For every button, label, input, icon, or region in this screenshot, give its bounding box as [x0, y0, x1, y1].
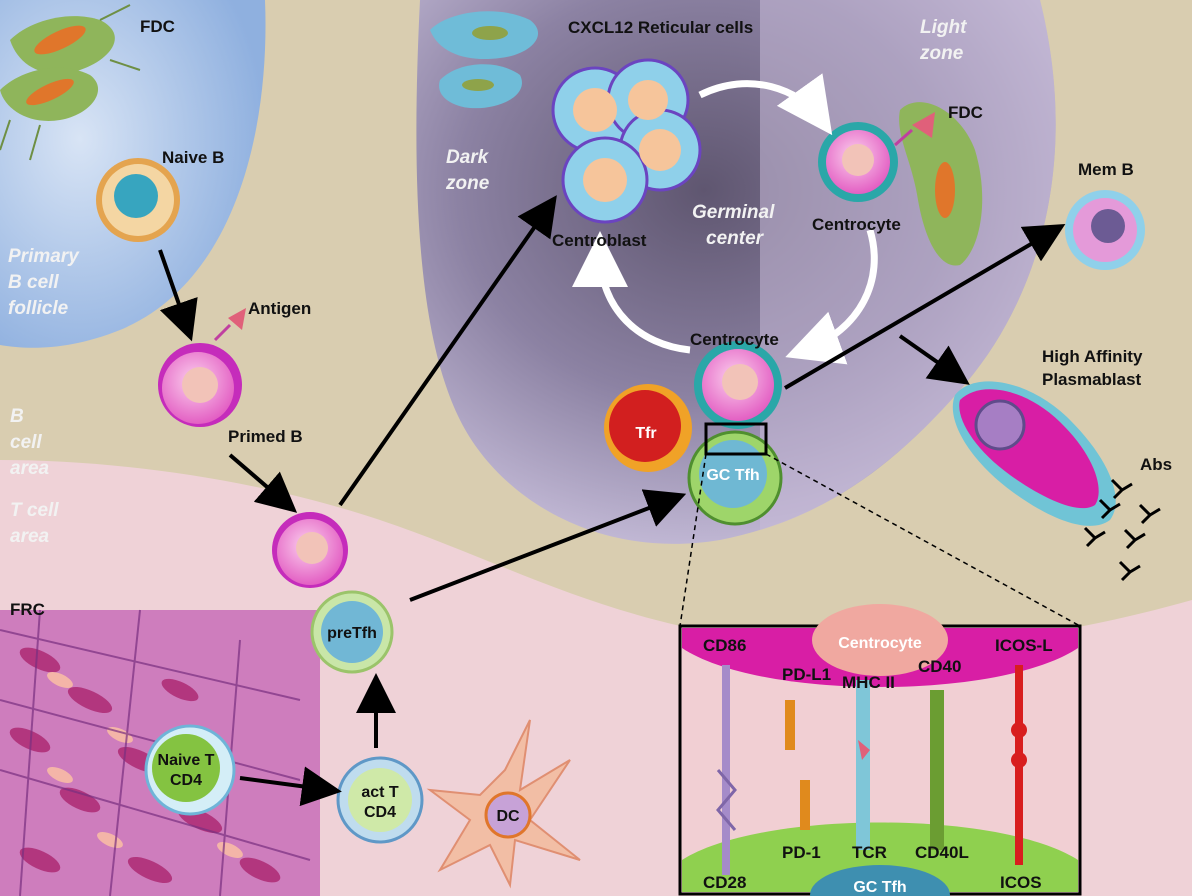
pretfh-cell — [310, 590, 394, 674]
inset-gc-tfh-label: GC Tfh — [853, 879, 906, 896]
naive-t-cell — [144, 724, 236, 816]
pretfh-label: preTfh — [327, 625, 377, 642]
receptor-icos: ICOS — [1000, 873, 1042, 892]
centrocyte-light-zone — [818, 122, 898, 202]
primed-b-cell — [158, 308, 246, 427]
receptor-pd-l1: PD-L1 — [782, 665, 831, 684]
naive-t-label-1: Naive T — [158, 752, 215, 769]
plasmablast-label-2: Plasmablast — [1042, 370, 1142, 389]
act-t-cell — [336, 756, 424, 844]
gc-cycle-arrows — [572, 73, 878, 365]
germinal-center-label-2: center — [706, 228, 765, 249]
cxcl12-reticular-cells — [430, 11, 539, 109]
flow-arrows — [158, 195, 1066, 807]
mem-b-label: Mem B — [1078, 160, 1134, 179]
primary-follicle-label-2: B cell — [8, 272, 59, 293]
b-cell-pretfh — [272, 512, 348, 588]
centroblast-cluster — [551, 58, 702, 224]
synapse-zoom-box — [704, 422, 768, 456]
receptor-cd28: CD28 — [703, 873, 746, 892]
centroblast-label: Centroblast — [552, 231, 647, 250]
frc-label: FRC — [10, 600, 45, 619]
fdc-cell-right — [894, 102, 983, 266]
receptor-cd86: CD86 — [703, 636, 746, 655]
text-labels: FDC Naive B Primary B cell follicle Anti… — [8, 17, 1172, 896]
naive-b-label: Naive B — [162, 148, 224, 167]
fdc-cells-top — [0, 4, 141, 161]
dark-zone-label-2: zone — [445, 173, 490, 194]
naive-t-label-2: CD4 — [170, 772, 202, 789]
primary-follicle-label-1: Primary — [8, 246, 80, 267]
tfr-label: Tfr — [635, 425, 656, 442]
b-cell-area-label-2: cell — [10, 432, 42, 453]
receptor-cd40l: CD40L — [915, 843, 969, 862]
receptor-icos-l: ICOS-L — [995, 636, 1053, 655]
abs-label: Abs — [1140, 455, 1172, 474]
receptor-tcr: TCR — [852, 843, 887, 862]
antigen-icon — [228, 308, 246, 330]
inset-centrocyte-label: Centrocyte — [838, 635, 922, 652]
light-zone-label-2: zone — [919, 43, 964, 64]
receptor-cd40: CD40 — [918, 657, 961, 676]
receptor-pd-1: PD-1 — [782, 843, 821, 862]
antigen-label: Antigen — [248, 299, 311, 318]
b-cell-area-label-3: area — [10, 458, 50, 479]
t-cell-area-label-2: area — [10, 526, 50, 547]
dc-label: DC — [496, 808, 520, 825]
tfr-cell — [604, 384, 692, 472]
zoom-lines — [679, 453, 1081, 627]
b-cell-area-label-1: B — [10, 406, 24, 427]
gc-tfh-label: GC Tfh — [706, 467, 759, 484]
fdc-label-top: FDC — [140, 17, 175, 36]
naive-b-cell — [96, 158, 180, 242]
cxcl12-label: CXCL12 Reticular cells — [568, 18, 753, 37]
light-zone-label-1: Light — [920, 17, 967, 38]
plasmablast — [952, 381, 1116, 526]
primed-b-label: Primed B — [228, 427, 303, 446]
synapse-inset — [678, 604, 1082, 896]
act-t-label-1: act T — [361, 784, 399, 801]
act-t-label-2: CD4 — [364, 804, 396, 821]
t-cell-area-label-1: T cell — [10, 500, 59, 521]
centrocyte-label-right: Centrocyte — [812, 215, 901, 234]
primary-follicle-label-3: follicle — [8, 298, 69, 319]
germinal-center-label-1: Germinal — [692, 202, 775, 223]
antibodies-icon — [1083, 478, 1161, 582]
dendritic-cell — [426, 719, 581, 889]
receptor-mhc-ii: MHC II — [842, 673, 895, 692]
centrocyte-label-bottom: Centrocyte — [690, 330, 779, 349]
centrocyte-bottom — [694, 341, 782, 429]
fdc-label-right: FDC — [948, 103, 983, 122]
plasmablast-label-1: High Affinity — [1042, 347, 1143, 366]
dark-zone-label-1: Dark — [446, 147, 490, 168]
memory-b-cell — [1065, 190, 1145, 270]
